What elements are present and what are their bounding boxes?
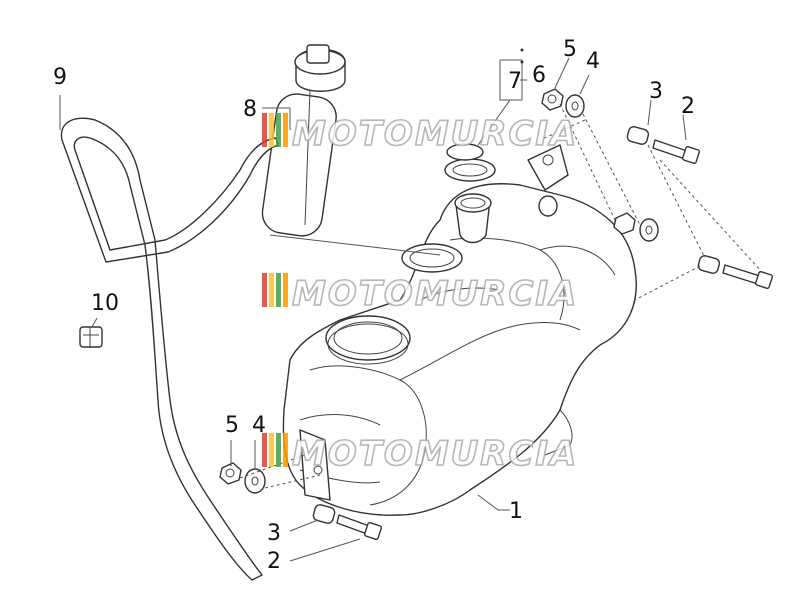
watermark-stripe <box>276 433 281 467</box>
washer-mid <box>639 218 659 242</box>
callout-4-upper: 4 <box>586 49 600 74</box>
nut-lower <box>219 462 242 485</box>
callout-9: 9 <box>53 65 67 90</box>
watermark-stripe <box>262 113 267 147</box>
callout-2-upper: 2 <box>681 94 695 119</box>
watermark-stripe <box>283 273 288 307</box>
callout-6: 6 <box>532 63 546 88</box>
watermark-top: MOTOMURCIA <box>262 113 578 155</box>
marker-dot <box>520 48 524 52</box>
watermark-middle: MOTOMURCIA <box>262 273 578 315</box>
washer-upper <box>565 94 585 118</box>
watermark-stripe <box>283 433 288 467</box>
spacer-upper <box>626 126 650 145</box>
callout-10: 10 <box>91 291 119 316</box>
callout-5-upper: 5 <box>563 37 577 62</box>
marker-dot <box>520 60 524 64</box>
nut-upper <box>541 88 564 111</box>
filler-adapter <box>446 143 484 161</box>
leader-lines <box>59 57 763 562</box>
watermark-stripe <box>262 433 267 467</box>
callout-4-lower: 4 <box>252 413 266 438</box>
hose-clip <box>79 326 103 348</box>
callout-1: 1 <box>509 499 523 524</box>
fuel-tank <box>282 144 637 516</box>
nut-mid <box>613 212 636 235</box>
callout-7: 7 <box>508 69 522 94</box>
watermark-bottom: MOTOMURCIA <box>262 433 578 475</box>
watermark-stripe <box>269 433 274 467</box>
callout-8: 8 <box>243 97 257 122</box>
seal-ring <box>444 158 496 182</box>
watermark-stripe <box>276 113 281 147</box>
watermark-stripe <box>269 113 274 147</box>
callout-3-upper: 3 <box>649 79 663 104</box>
watermark-stripe <box>283 113 288 147</box>
watermark-text: MOTOMURCIA <box>292 114 578 154</box>
bolt-lower-right <box>722 264 774 290</box>
watermark-text: MOTOMURCIA <box>292 274 578 314</box>
bolt-upper <box>652 139 701 165</box>
callout-3-lower: 3 <box>267 521 281 546</box>
bolt-lower <box>336 514 383 541</box>
fuel-hose <box>60 117 279 581</box>
watermark-stripe <box>269 273 274 307</box>
watermark-stripe <box>276 273 281 307</box>
spacer-lower <box>312 504 336 524</box>
watermark-stripe <box>262 273 267 307</box>
watermark-text: MOTOMURCIA <box>292 434 578 474</box>
callout-labels: 1 2 2 3 3 4 4 5 5 6 7 8 9 10 <box>53 37 695 574</box>
callout-2-lower: 2 <box>267 549 281 574</box>
spacer-lower-right <box>697 255 721 274</box>
washer-lower <box>244 468 266 494</box>
callout-5-lower: 5 <box>225 413 239 438</box>
